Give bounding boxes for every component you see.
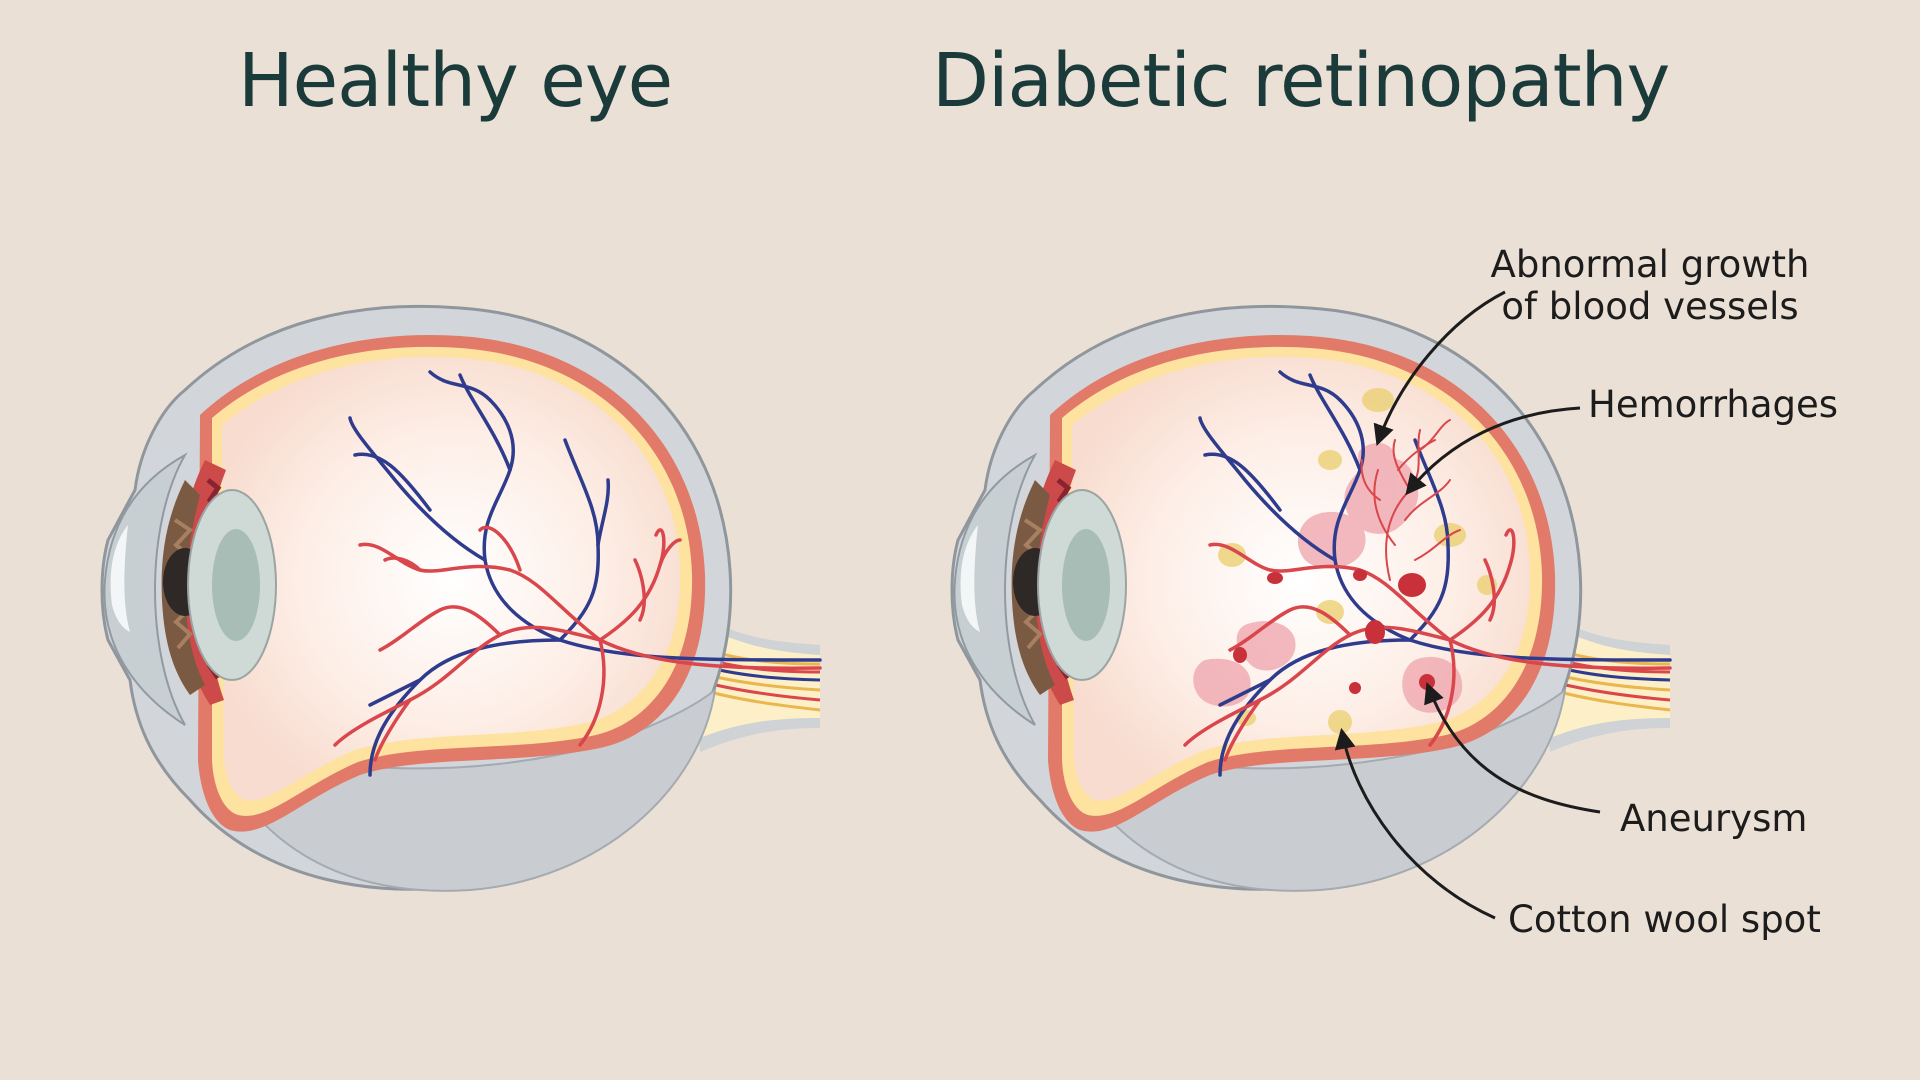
diabetic-eye-veins (1198, 370, 1672, 777)
callout-cotton-wool-spot: Cotton wool spot (1508, 898, 1821, 941)
callout-hemorrhages: Hemorrhages (1588, 383, 1839, 426)
callout-arrows (1334, 290, 1601, 920)
callout-abnormal-growth: Abnormal growth of blood vessels (1470, 244, 1830, 328)
hemorrhage-patches (1193, 443, 1463, 713)
diabetic-eye-arteries (1183, 528, 1672, 762)
diabetic-eye-illustration (952, 306, 1670, 891)
healthy-eye-arteries (333, 525, 822, 762)
healthy-eye-veins (348, 370, 822, 777)
callout-abnormal-line1: Abnormal growth (1490, 243, 1810, 286)
callout-aneurysm: Aneurysm (1620, 797, 1808, 840)
arrow-cotton-wool (1334, 727, 1496, 920)
healthy-eye-title: Healthy eye (238, 38, 673, 124)
arrow-aneurysm (1424, 682, 1601, 814)
callout-abnormal-line2: of blood vessels (1501, 285, 1799, 328)
arrow-hemorrhages (1405, 406, 1581, 496)
healthy-eye-illustration (102, 306, 820, 891)
arrow-abnormal-growth (1373, 290, 1506, 446)
diabetic-retinopathy-title: Diabetic retinopathy (932, 38, 1670, 124)
